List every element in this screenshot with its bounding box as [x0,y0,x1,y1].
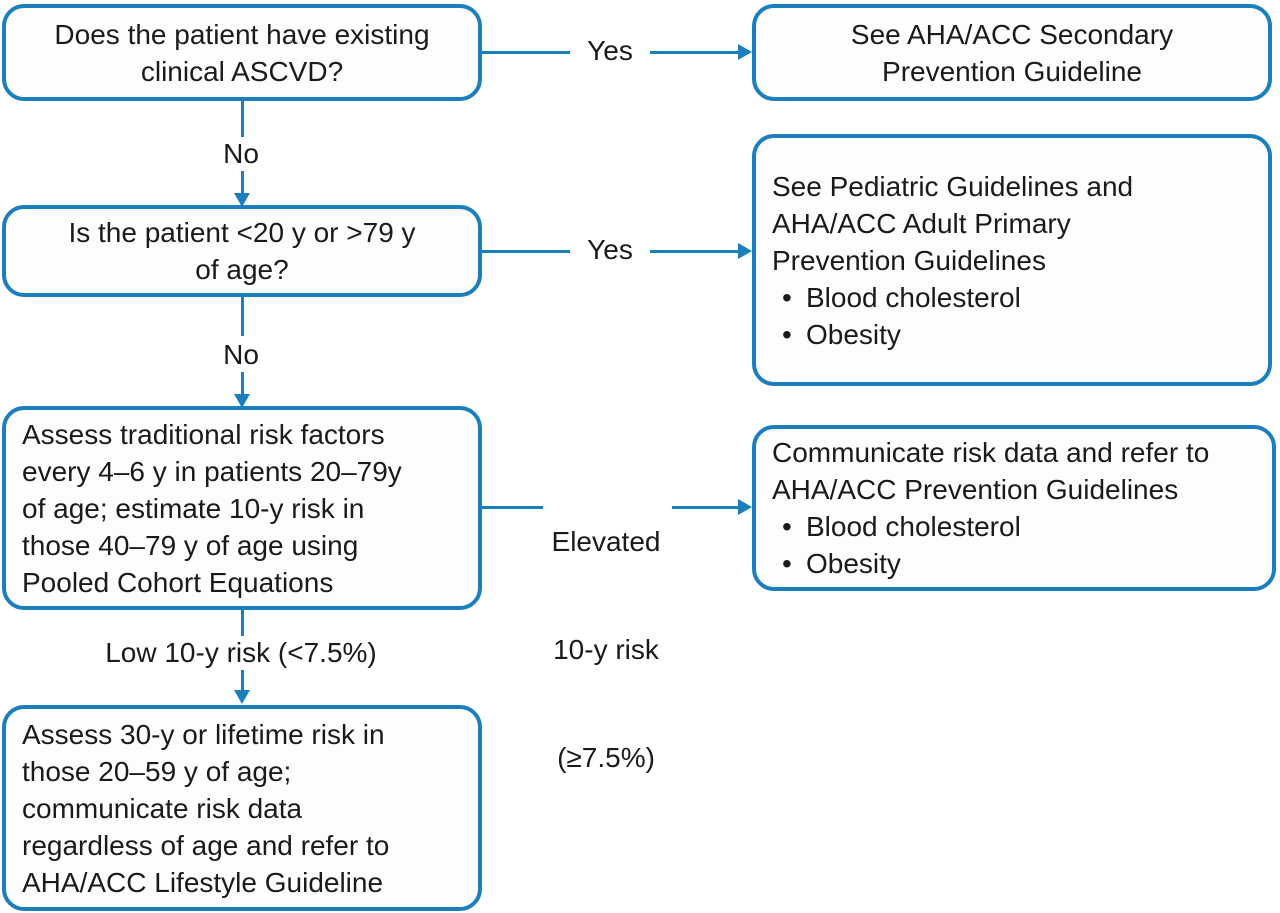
edge-ascvd-no-segment-bottom [241,171,244,193]
node-ascvd-question-line-1: Does the patient have existing [54,18,430,50]
node-communicate-refer[interactable]: Communicate risk data and refer to AHA/A… [752,425,1276,591]
edge-low-risk-label: Low 10-y risk (<7.5%) [86,636,396,670]
node-pediatric-adult-primary-body: See Pediatric Guidelines and AHA/ACC Adu… [756,168,1268,353]
node-assess-traditional-risk-line-3: of age; estimate 10-y risk in [22,492,365,524]
edge-age-yes-arrowhead [738,243,752,259]
node-assess-traditional-risk-line-5: Pooled Cohort Equations [22,566,334,598]
node-ascvd-question[interactable]: Does the patient have existing clinical … [2,4,482,101]
node-pediatric-adult-primary-bullets: Blood cholesterol Obesity [772,279,1252,353]
edge-age-yes-segment-right [650,250,738,253]
edge-low-risk-arrowhead [234,690,250,704]
node-pediatric-adult-primary-line-1: See Pediatric Guidelines and [772,170,1134,202]
node-communicate-refer-line-1: Communicate risk data and refer to [772,437,1210,468]
node-communicate-refer-line-2: AHA/ACC Prevention Guidelines [772,474,1179,505]
node-assess-lifetime-risk-line-3: communicate risk data [22,792,303,824]
node-assess-traditional-risk-line-1: Assess traditional risk factors [22,418,385,450]
edge-elevated-risk-label: Elevated 10-y risk (≥7.5%) [543,452,669,848]
edge-age-no-arrowhead [234,394,250,408]
edge-ascvd-yes-label: Yes [570,34,650,68]
node-assess-lifetime-risk[interactable]: Assess 30-y or lifetime risk in those 20… [2,705,482,911]
edge-elevated-risk-line-1: Elevated [551,526,661,557]
node-secondary-prevention-line-2: Prevention Guideline [882,55,1142,87]
node-secondary-prevention-body: See AHA/ACC Secondary Prevention Guideli… [756,16,1268,90]
edge-ascvd-no-arrowhead [234,193,250,207]
edge-ascvd-yes-segment-left [482,51,570,54]
list-item: Obesity [772,316,1252,353]
node-communicate-refer-body: Communicate risk data and refer to AHA/A… [756,434,1272,582]
edge-low-risk-segment-bottom [241,670,244,690]
node-assess-traditional-risk-body: Assess traditional risk factors every 4–… [6,416,478,601]
list-item: Obesity [772,545,1256,582]
edge-elevated-risk-segment-right [672,506,738,509]
edge-ascvd-no-segment-top [241,101,244,137]
edge-elevated-risk-segment-left [482,506,545,509]
node-age-question[interactable]: Is the patient <20 y or >79 y of age? [2,205,482,297]
edge-ascvd-no-label: No [201,137,281,171]
node-assess-traditional-risk-line-2: every 4–6 y in patients 20–79y [22,455,402,487]
edge-elevated-risk-line-3: (≥7.5%) [557,742,655,773]
node-assess-lifetime-risk-body: Assess 30-y or lifetime risk in those 20… [6,716,478,901]
list-item: Blood cholesterol [772,279,1252,316]
node-pediatric-adult-primary-line-2: AHA/ACC Adult Primary [772,207,1071,239]
edge-age-no-segment-top [241,297,244,336]
edge-age-no-segment-bottom [241,372,244,394]
edge-elevated-risk-line-2: 10-y risk [553,634,659,665]
node-communicate-refer-bullets: Blood cholesterol Obesity [772,508,1256,582]
node-assess-lifetime-risk-line-2: those 20–59 y of age; [22,755,292,787]
node-assess-traditional-risk-line-4: those 40–79 y of age using [22,529,359,561]
node-pediatric-adult-primary-line-3: Prevention Guidelines [772,244,1046,276]
node-age-question-line-2: of age? [195,254,289,285]
edge-age-yes-label: Yes [570,233,650,267]
edge-age-no-label: No [201,338,281,372]
edge-ascvd-yes-arrowhead [738,44,752,60]
node-assess-lifetime-risk-line-4: regardless of age and refer to [22,829,390,861]
node-pediatric-adult-primary[interactable]: See Pediatric Guidelines and AHA/ACC Adu… [752,134,1272,386]
node-age-question-line-1: Is the patient <20 y or >79 y [68,217,416,248]
node-ascvd-question-line-2: clinical ASCVD? [140,55,344,87]
node-assess-lifetime-risk-line-5: AHA/ACC Lifestyle Guideline [22,866,384,898]
list-item: Blood cholesterol [772,508,1256,545]
edge-low-risk-segment-top [241,610,244,636]
node-assess-lifetime-risk-line-1: Assess 30-y or lifetime risk in [22,718,385,750]
node-assess-traditional-risk[interactable]: Assess traditional risk factors every 4–… [2,406,482,610]
node-secondary-prevention[interactable]: See AHA/ACC Secondary Prevention Guideli… [752,4,1272,101]
edge-ascvd-yes-segment-right [650,51,738,54]
node-ascvd-question-body: Does the patient have existing clinical … [6,16,478,90]
edge-age-yes-segment-left [482,250,570,253]
edge-elevated-risk-arrowhead [738,499,752,515]
node-secondary-prevention-line-1: See AHA/ACC Secondary [850,18,1174,50]
node-age-question-body: Is the patient <20 y or >79 y of age? [6,214,478,288]
